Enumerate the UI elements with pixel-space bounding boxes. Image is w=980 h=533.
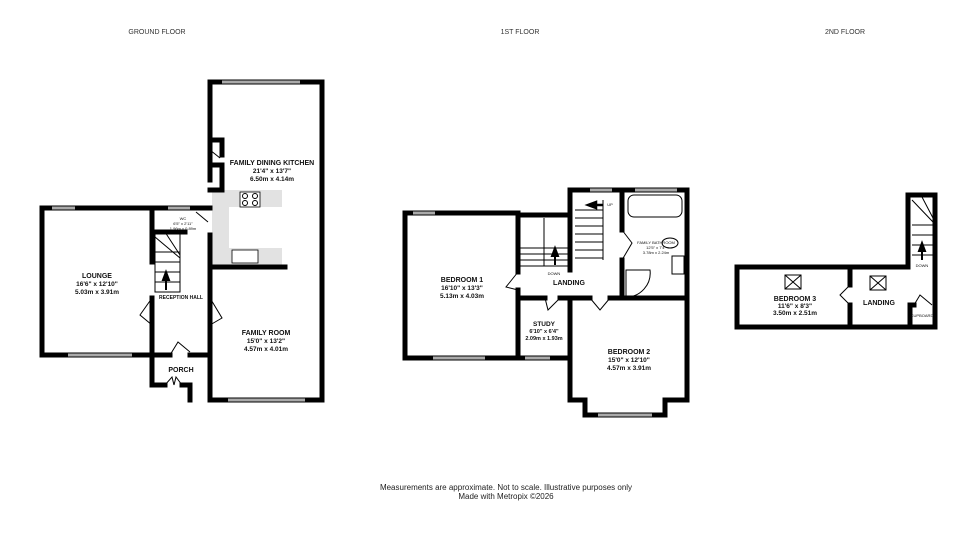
stairs-down-label: DOWN (548, 271, 561, 276)
bed2-label: BEDROOM 2 (608, 349, 651, 356)
first-floor-plan (402, 187, 690, 418)
kitchen-metric: 6.50m x 4.14m (250, 176, 294, 183)
ground-floor-plan (39, 79, 325, 403)
lounge-label: LOUNGE (82, 273, 112, 280)
skylight-icon (869, 275, 887, 291)
stairs-up-arrow-icon (161, 269, 171, 290)
wc-label: WC (180, 216, 187, 221)
pantry-walls (207, 137, 225, 193)
first-floor-title: 1ST FLOOR (501, 29, 540, 36)
bed1-imperial: 16'10" x 13'3" (441, 285, 483, 292)
kitchen-label: FAMILY DINING KITCHEN (230, 160, 314, 167)
stairs-down-arrow-icon (550, 245, 560, 265)
stairs-up-label: UP (607, 202, 613, 207)
stairs-up-arrow-icon (584, 200, 603, 210)
door-swing (209, 149, 221, 159)
family-imperial: 15'0" x 13'2" (247, 338, 285, 345)
study-metric: 2.09m x 1.93m (525, 336, 562, 342)
bed2-imperial: 15'0" x 12'10" (608, 357, 650, 364)
landing-bath-walls (515, 187, 690, 301)
family-metric: 4.57m x 4.01m (244, 346, 288, 353)
staircase-down (520, 218, 568, 267)
door-swings (839, 284, 933, 306)
bed3-metric: 3.50m x 2.51m (773, 310, 817, 317)
second-floor-walls (734, 192, 938, 330)
bath-metric: 3.78m x 2.24m (643, 250, 670, 255)
basin-icon (671, 255, 685, 275)
hob-icon (239, 191, 261, 208)
sink-icon (231, 249, 259, 264)
toilet-icon (661, 237, 679, 249)
bath-icon (627, 194, 683, 218)
study-label: STUDY (533, 321, 556, 328)
bath-imperial: 12'5" x 7'4" (646, 245, 666, 250)
staircase-up (575, 200, 604, 260)
bath-label: FAMILY BATHROOM (637, 240, 675, 245)
disclaimer-text: Measurements are approximate. Not to sca… (380, 483, 632, 492)
wc-imperial: 6'5" x 2'11" (173, 221, 193, 226)
skylight-icon (784, 274, 802, 290)
bed3-label: BEDROOM 3 (774, 296, 817, 303)
lounge-metric: 5.03m x 3.91m (75, 289, 119, 296)
family-label: FAMILY ROOM (242, 330, 291, 337)
staircase (154, 231, 181, 293)
landing2-label: LANDING (863, 300, 895, 307)
worktop (212, 190, 229, 267)
porch-door (164, 375, 183, 386)
credit-text: Made with Metropix ©2026 (458, 492, 554, 501)
landing1-label: LANDING (553, 280, 585, 287)
wc-metric: 1.96m x 0.89m (170, 226, 197, 231)
stairs-down-label: DOWN (916, 263, 929, 268)
bed3-imperial: 11'6" x 8'3" (778, 303, 812, 310)
bed1-metric: 5.13m x 4.03m (440, 293, 484, 300)
ground-floor-title: GROUND FLOOR (128, 29, 185, 36)
cupboard-label: CUPBOARD (911, 313, 934, 318)
kitchen-imperial: 21'4" x 13'7" (253, 168, 291, 175)
door-swings (505, 229, 633, 311)
second-floor-plan (734, 192, 938, 330)
porch-walls (149, 352, 193, 403)
second-floor-title: 2ND FLOOR (825, 29, 865, 36)
door-swings (139, 211, 223, 356)
porch-label: PORCH (168, 367, 193, 374)
shower-icon (625, 269, 651, 298)
lounge-imperial: 16'6" x 12'10" (76, 281, 118, 288)
stairs-down-arrow-icon (917, 240, 927, 260)
lounge-walls (39, 205, 155, 358)
bed1-label: BEDROOM 1 (441, 277, 484, 284)
bed2-metric: 4.57m x 3.91m (607, 365, 651, 372)
study-imperial: 6'10" x 6'4" (529, 329, 559, 335)
hall-label: RECEPTION HALL (159, 295, 203, 301)
